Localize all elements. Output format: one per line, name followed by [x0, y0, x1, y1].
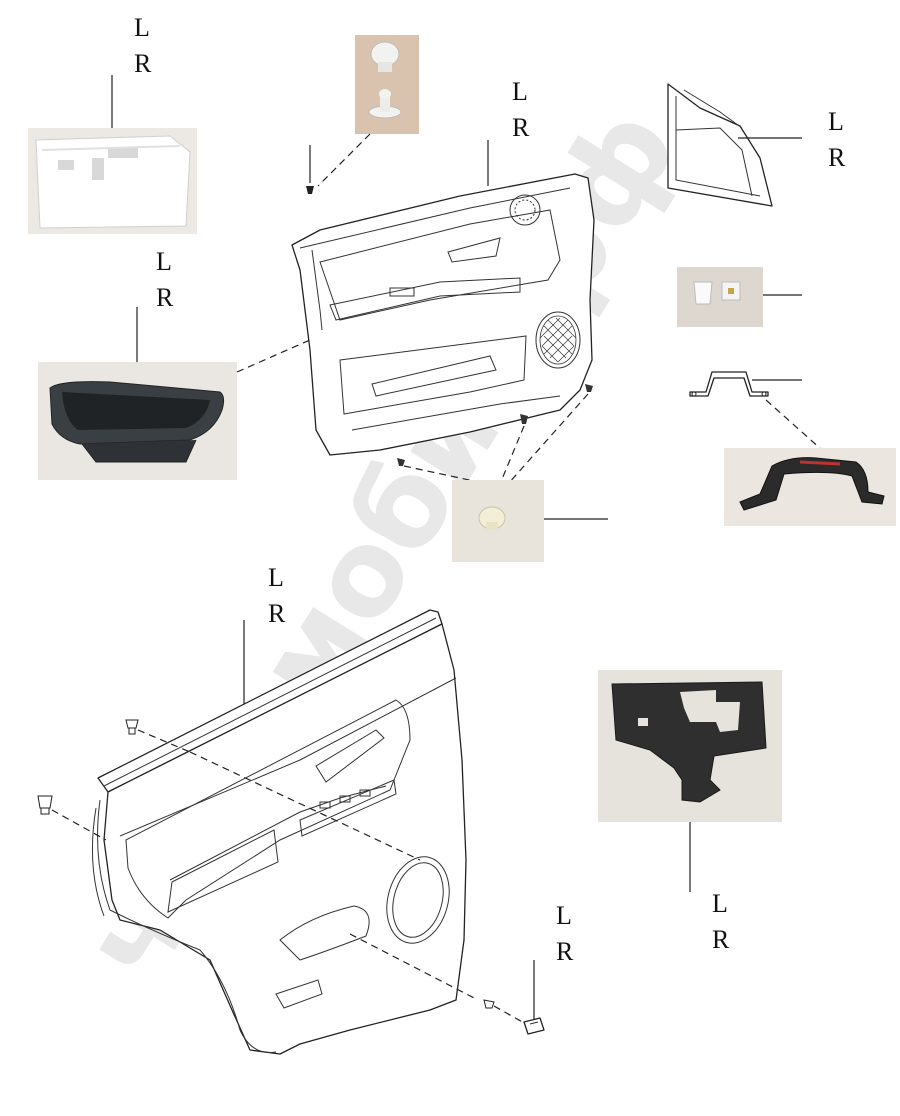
callout-l: L [512, 77, 528, 106]
insulation-sheet-bottom[interactable] [598, 670, 782, 822]
pull-handle-icon[interactable] [724, 448, 896, 526]
pull-handle-bracket[interactable] [689, 371, 769, 397]
callout-l: L [712, 889, 728, 918]
push-clip-icon [125, 719, 139, 735]
insulation-sheet-top[interactable] [28, 128, 197, 234]
corner-trim[interactable] [667, 83, 773, 207]
rear-latch-cover[interactable] [523, 1017, 545, 1035]
push-clip-icon [306, 145, 314, 194]
screw-icon [397, 458, 405, 466]
callout-r: R [556, 937, 574, 966]
callout-r: R [828, 143, 846, 172]
callout-l: L [828, 107, 844, 136]
armrest-pocket[interactable] [38, 362, 237, 480]
callout-l: L [134, 13, 150, 42]
push-clip-photo[interactable] [355, 35, 419, 134]
callout-l: L [556, 901, 572, 930]
callout-r: R [134, 49, 152, 78]
callout-l: L [156, 247, 172, 276]
photo-frame [677, 267, 763, 327]
nut-clips-photo[interactable] [677, 267, 763, 327]
screw-icon [483, 999, 495, 1009]
speaker-grille [539, 315, 577, 365]
door-clip-photo[interactable] [452, 480, 544, 562]
screw-icon [585, 384, 593, 392]
callout-r: R [268, 599, 286, 628]
push-clip-icon [37, 795, 53, 815]
front-door-panel[interactable] [291, 173, 595, 456]
callout-l: L [268, 563, 284, 592]
screw-icon [520, 414, 528, 424]
callout-r: R [712, 925, 730, 954]
callout-r: R [512, 113, 530, 142]
callout-r: R [156, 283, 174, 312]
